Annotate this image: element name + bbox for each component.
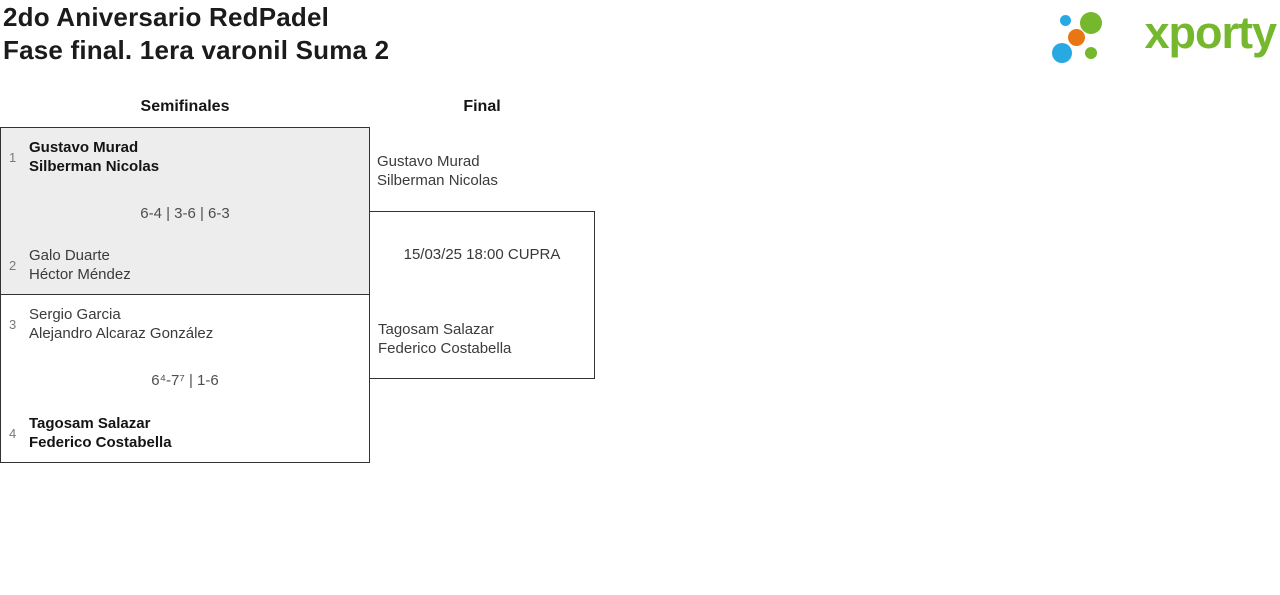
seed-number: 2 <box>9 257 17 273</box>
tournament-title: 2do Aniversario RedPadel <box>3 2 330 32</box>
final-team-1[interactable]: Gustavo Murad Silberman Nicolas <box>369 152 595 190</box>
player-name: Federico Costabella <box>378 340 512 357</box>
xporty-logo[interactable]: xporty <box>1050 3 1280 69</box>
xporty-logo-text: xporty <box>1144 7 1277 58</box>
xporty-dots-icon <box>1050 3 1120 69</box>
player-name: Tagosam Salazar <box>378 321 494 338</box>
team-galo-hector[interactable]: Galo Duarte Héctor Méndez <box>29 246 131 284</box>
seed-number: 4 <box>9 425 17 441</box>
seed-number: 3 <box>9 316 17 332</box>
logo-dot-blue-small <box>1060 15 1071 26</box>
match-semifinal-2[interactable]: 3 Sergio Garcia Alejandro Alcaraz Gonzál… <box>0 294 370 463</box>
player-name: Alejandro Alcaraz González <box>29 325 214 342</box>
team-row: 2 Galo Duarte Héctor Méndez <box>9 246 361 284</box>
player-name: Sergio Garcia <box>29 306 121 323</box>
phase-subtitle: Fase final. 1era varonil Suma 2 <box>3 35 390 65</box>
team-sergio-alejandro[interactable]: Sergio Garcia Alejandro Alcaraz González <box>29 305 213 343</box>
schedule-zone: 15/03/25 18:00 CUPRA <box>370 212 594 296</box>
logo-dot-green-large <box>1080 12 1102 34</box>
match-score: 6-4 | 3-6 | 6-3 <box>140 205 230 222</box>
player-name: Gustavo Murad <box>377 153 480 170</box>
team-row: 3 Sergio Garcia Alejandro Alcaraz Gonzál… <box>9 305 361 343</box>
final-match-box[interactable]: 15/03/25 18:00 CUPRA Tagosam Salazar Fed… <box>369 211 595 379</box>
seed-number: 1 <box>9 149 17 165</box>
match-score: 6⁴-7⁷ | 1-6 <box>151 372 219 389</box>
logo-dot-blue-large <box>1052 43 1072 63</box>
player-name: Silberman Nicolas <box>29 158 160 175</box>
logo-dot-orange <box>1068 29 1085 46</box>
player-name: Federico Costabella <box>29 434 172 451</box>
player-name: Gustavo Murad <box>29 139 139 156</box>
team-gustavo-silberman[interactable]: Gustavo Murad Silberman Nicolas <box>29 138 159 176</box>
round-header-final: Final <box>463 98 501 115</box>
team-row: 4 Tagosam Salazar Federico Costabella <box>9 414 361 452</box>
match-schedule: 15/03/25 18:00 CUPRA <box>403 245 561 263</box>
match-final: Gustavo Murad Silberman Nicolas 15/03/25… <box>369 127 595 463</box>
team-row: 1 Gustavo Murad Silberman Nicolas <box>9 138 361 176</box>
player-name: Héctor Méndez <box>29 266 131 283</box>
logo-dot-green-small <box>1085 47 1097 59</box>
page-title-block: 2do Aniversario RedPadel Fase final. 1er… <box>3 1 389 67</box>
player-name: Tagosam Salazar <box>29 415 151 432</box>
final-team-2[interactable]: Tagosam Salazar Federico Costabella <box>370 320 594 358</box>
team-tagosam-federico[interactable]: Tagosam Salazar Federico Costabella <box>29 414 172 452</box>
match-semifinal-1[interactable]: 1 Gustavo Murad Silberman Nicolas 6-4 | … <box>0 127 370 295</box>
player-name: Galo Duarte <box>29 247 110 264</box>
round-header-semifinales: Semifinales <box>140 98 230 115</box>
player-name: Silberman Nicolas <box>377 172 498 189</box>
